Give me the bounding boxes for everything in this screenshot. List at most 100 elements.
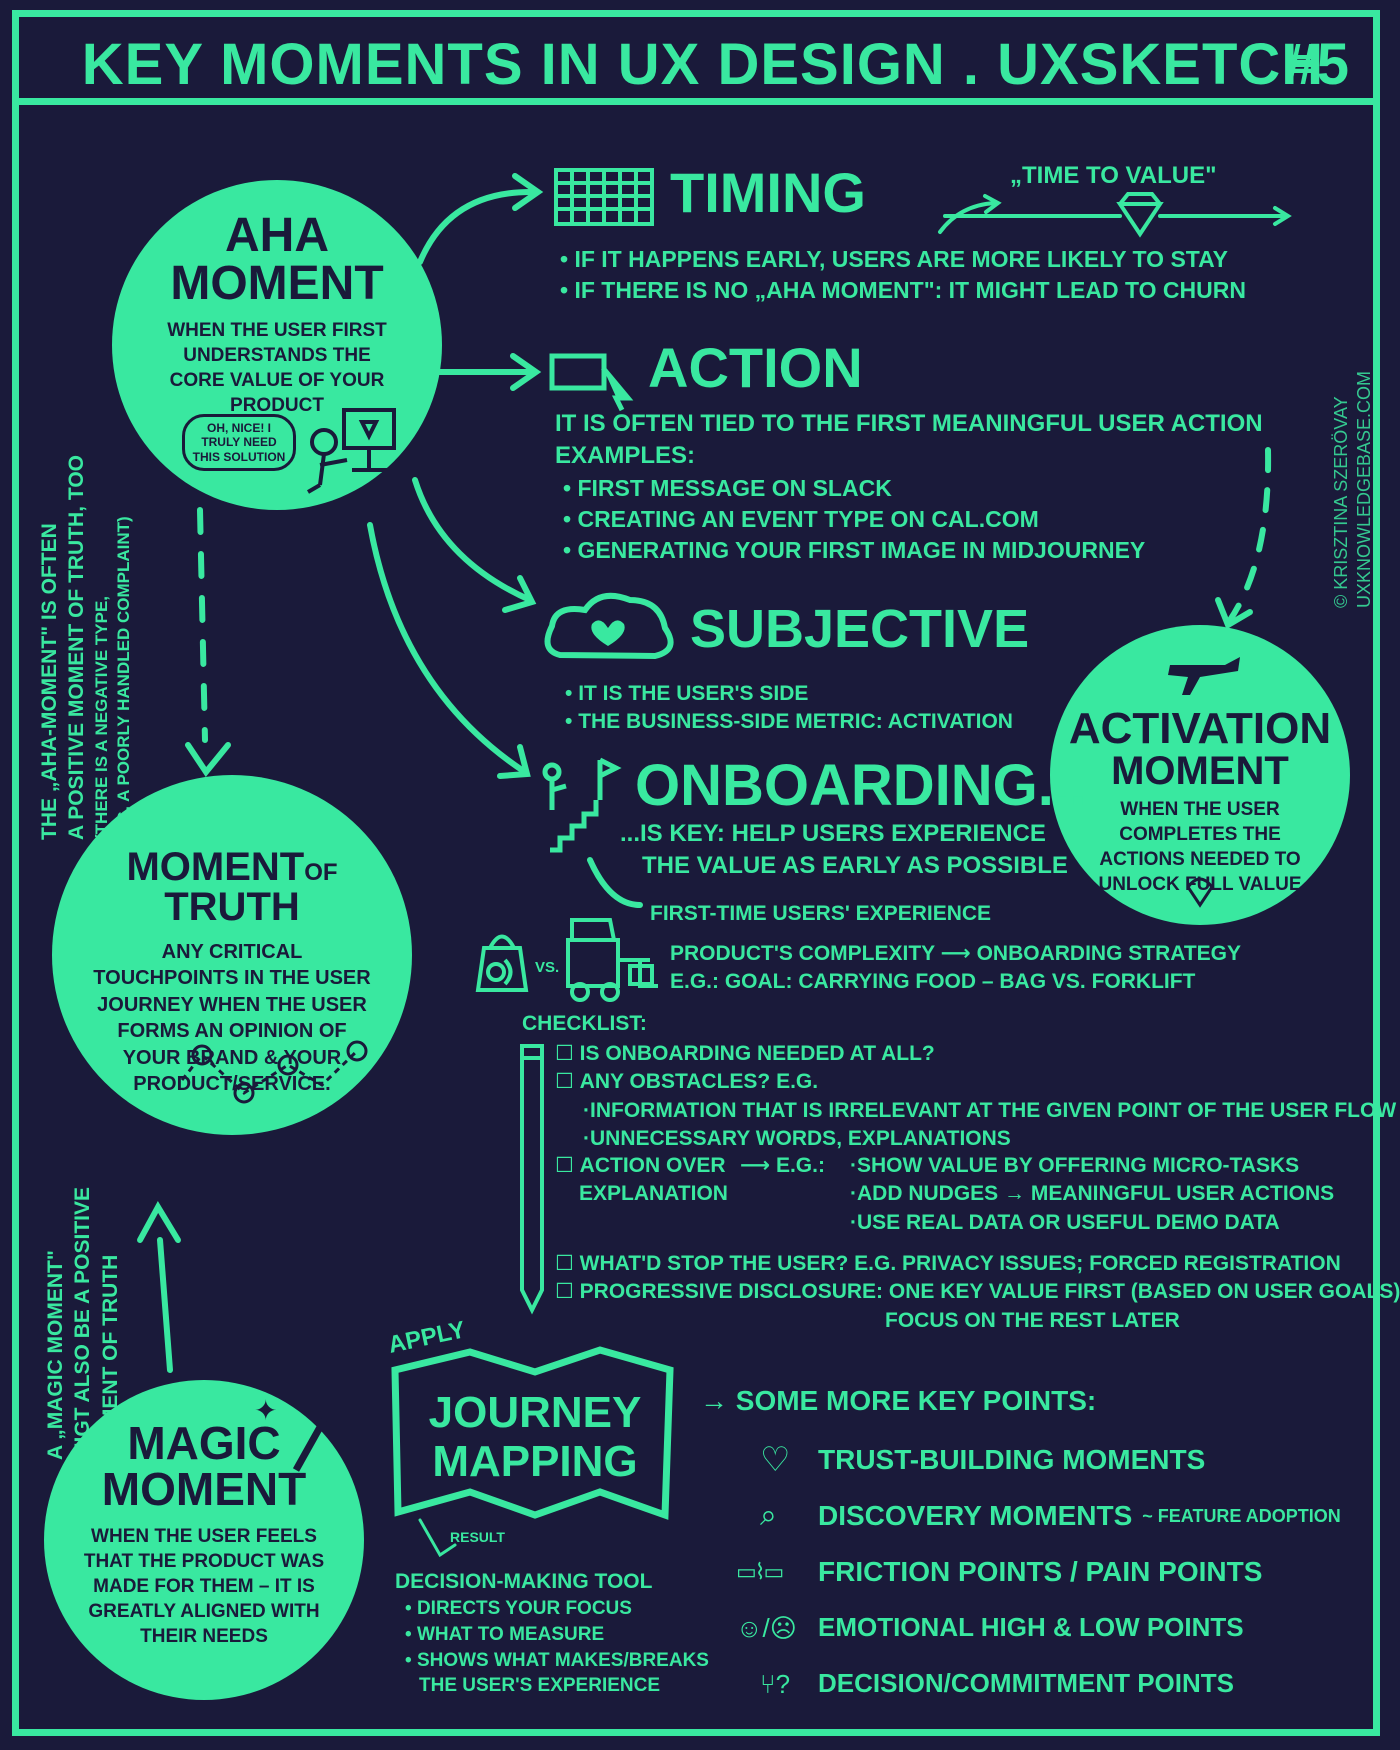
magic-heading: MAGIC xyxy=(127,1417,281,1469)
examples-label: EXAMPLES: xyxy=(555,442,696,470)
timing-bullet: IF IT HAPPENS EARLY, USERS ARE MORE LIKE… xyxy=(560,244,1246,275)
credit-name: © KRISZTINA SZERÖVAY xyxy=(1331,396,1351,608)
checklist-arrow: ⟶ E.G.: xyxy=(740,1154,825,1177)
checklist-item: ACTION OVER xyxy=(555,1152,728,1180)
magic-wand-icon: ✦ xyxy=(254,1395,328,1472)
journey-heading-2: MAPPING xyxy=(432,1437,638,1487)
key-point-label: DISCOVERY MOMENTS xyxy=(818,1500,1133,1532)
activation-heading: ACTIVATION xyxy=(1068,704,1332,753)
aha-moment-circle: AHA MOMENT WHEN THE USER FIRST UNDERSTAN… xyxy=(112,180,442,510)
key-point-note: ~ FEATURE ADOPTION xyxy=(1142,1505,1341,1526)
timing-bullets: IF IT HAPPENS EARLY, USERS ARE MORE LIKE… xyxy=(560,244,1246,306)
checklist-subitem: ·USE REAL DATA OR USEFUL DEMO DATA xyxy=(850,1210,1280,1234)
key-point-label: DECISION/COMMITMENT POINTS xyxy=(818,1668,1234,1699)
page-frame xyxy=(12,98,1380,1736)
checklist-subitem: ·UNNECESSARY WORDS, EXPLANATIONS xyxy=(583,1127,1011,1151)
moment-of-truth-circle: MOMENTOF TRUTH ANY CRITICAL TOUCHPOINTS … xyxy=(52,775,412,1135)
onboarding-line: ...IS KEY: HELP USERS EXPERIENCE xyxy=(620,820,1046,847)
key-point-row: ⑂? DECISION/COMMITMENT POINTS xyxy=(760,1656,1341,1712)
result-label: RESULT xyxy=(450,1529,505,1545)
truth-heading: MOMENT xyxy=(126,845,305,889)
decision-tool-bullet: WHAT TO MEASURE xyxy=(405,1622,709,1648)
activation-description: WHEN THE USER COMPLETES THE ACTIONS NEED… xyxy=(1098,799,1302,896)
key-point-row: ⌕ DISCOVERY MOMENTS ~ FEATURE ADOPTION xyxy=(760,1488,1341,1544)
page-title: KEY MOMENTS IN UX DESIGN . UXSKETCH xyxy=(19,31,1387,98)
arrow-to-first-time xyxy=(587,857,643,908)
complexity-line: PRODUCT'S COMPLEXITY ⟶ ONBOARDING STRATE… xyxy=(670,942,1242,965)
key-points-heading: → SOME MORE KEY POINTS: xyxy=(700,1385,1097,1416)
key-point-label: EMOTIONAL HIGH & LOW POINTS xyxy=(818,1612,1244,1643)
decision-tool-bullet: SHOWS WHAT MAKES/BREAKS xyxy=(405,1648,709,1674)
issue-number: #5 xyxy=(1284,32,1349,97)
complexity-block: PRODUCT'S COMPLEXITY ⟶ ONBOARDING STRATE… xyxy=(670,940,1241,997)
key-point-row: ♡ TRUST-BUILDING MOMENTS xyxy=(760,1432,1341,1488)
aha-heading: AHA xyxy=(225,209,329,262)
checklist-label: CHECKLIST: xyxy=(522,1012,647,1035)
timing-heading: TIMING xyxy=(670,161,866,224)
checklist-item: PROGRESSIVE DISCLOSURE: ONE KEY VALUE FI… xyxy=(555,1278,1400,1306)
truth-description: ANY CRITICAL TOUCHPOINTS IN THE USER JOU… xyxy=(93,941,371,1095)
credit-site: UXKNOWLEDGEBASE.COM xyxy=(1354,370,1375,608)
onboarding-key: ...IS KEY: HELP USERS EXPERIENCE THE VAL… xyxy=(620,818,1068,883)
title-bar: KEY MOMENTS IN UX DESIGN . UXSKETCH #5 xyxy=(12,10,1380,102)
decision-tool-block: DECISION-MAKING TOOL DIRECTS YOUR FOCUS … xyxy=(395,1568,709,1699)
question-glyph: ? xyxy=(775,1668,791,1699)
activation-moment-circle: ACTIVATION MOMENT WHEN THE USER COMPLETE… xyxy=(1050,625,1350,925)
emotion-journey-icon xyxy=(180,1040,368,1104)
forklift-icon xyxy=(566,938,620,988)
onboarding-line: THE VALUE AS EARLY AS POSSIBLE xyxy=(642,852,1068,880)
subjective-bullet: THE BUSINESS-SIDE METRIC: ACTIVATION xyxy=(565,708,1013,736)
activation-heading-2: MOMENT xyxy=(1111,749,1289,793)
onboarding-heading: ONBOARDING... xyxy=(635,753,1087,818)
bag-icon xyxy=(475,934,529,992)
credit: © KRISZTINA SZERÖVAY UXKNOWLEDGEBASE.COM xyxy=(1330,371,1377,608)
checklist-item-cont: FOCUS ON THE REST LATER xyxy=(885,1308,1180,1332)
checklist-item: WHAT'D STOP THE USER? E.G. PRIVACY ISSUE… xyxy=(555,1250,1400,1278)
magic-heading-2: MOMENT xyxy=(101,1463,307,1515)
time-to-value-label: „TIME TO VALUE" xyxy=(1010,162,1217,189)
magic-moment-circle: MAGIC MOMENT WHEN THE USER FEELS THAT TH… xyxy=(44,1380,364,1700)
truth-heading-2: TRUTH xyxy=(164,885,300,929)
truth-heading-of: OF xyxy=(304,859,338,886)
timing-bullet: IF THERE IS NO „AHA MOMENT": IT MIGHT LE… xyxy=(560,275,1246,306)
key-point-label: FRICTION POINTS / PAIN POINTS xyxy=(818,1556,1263,1588)
vs-label: VS. xyxy=(535,959,560,976)
checklist-item: IS ONBOARDING NEEDED AT ALL? xyxy=(555,1040,1396,1068)
key-point-label: TRUST-BUILDING MOMENTS xyxy=(818,1444,1206,1476)
checklist-item: ANY OBSTACLES? E.G. xyxy=(555,1068,1396,1096)
person-at-computer-icon xyxy=(306,408,396,494)
friction-gap-icon: ▭⌇▭ xyxy=(736,1559,784,1584)
example-item: CREATING AN EVENT TYPE ON CAL.COM xyxy=(563,504,1263,535)
example-item: FIRST MESSAGE ON SLACK xyxy=(563,473,1263,504)
svg-text:✦: ✦ xyxy=(254,1395,277,1426)
journey-heading-1: JOURNEY xyxy=(428,1388,642,1437)
first-time-label: FIRST-TIME USERS' EXPERIENCE xyxy=(650,902,992,925)
subjective-bullet: IT IS THE USER'S SIDE xyxy=(565,680,1013,708)
arrow-to-onboarding xyxy=(367,522,528,775)
checklist-subitem: ·SHOW VALUE BY OFFERING MICRO-TASKS xyxy=(850,1154,1300,1177)
key-points-list: ♡ TRUST-BUILDING MOMENTS ⌕ DISCOVERY MOM… xyxy=(736,1432,1341,1712)
subjective-bullets: IT IS THE USER'S SIDE THE BUSINESS-SIDE … xyxy=(565,680,1013,737)
checklist-item-cont: EXPLANATION xyxy=(579,1182,728,1206)
checklist-item-3: ACTION OVER EXPLANATION xyxy=(555,1152,728,1209)
journey-heading: JOURNEY MAPPING xyxy=(400,1388,670,1487)
key-point-row: ▭⌇▭ FRICTION POINTS / PAIN POINTS xyxy=(736,1544,1341,1600)
action-block: IT IS OFTEN TIED TO THE FIRST MEANINGFUL… xyxy=(555,408,1263,566)
action-heading: ACTION xyxy=(648,336,863,399)
title-text: KEY MOMENTS IN UX DESIGN . UXSKETCH xyxy=(81,32,1325,97)
happy-sad-face-icon: ☺/☹ xyxy=(736,1612,797,1643)
aha-description: WHEN THE USER FIRST UNDERSTANDS THE CORE… xyxy=(167,320,387,417)
decision-tool-bullet: DIRECTS YOUR FOCUS xyxy=(405,1596,709,1622)
example-item: GENERATING YOUR FIRST IMAGE IN MIDJOURNE… xyxy=(563,535,1263,566)
magnifier-star-icon: ⌕ xyxy=(760,1499,777,1532)
aha-heading-2: MOMENT xyxy=(170,257,384,310)
arrow-to-timing xyxy=(417,188,538,265)
subjective-heading: SUBJECTIVE xyxy=(690,599,1030,659)
